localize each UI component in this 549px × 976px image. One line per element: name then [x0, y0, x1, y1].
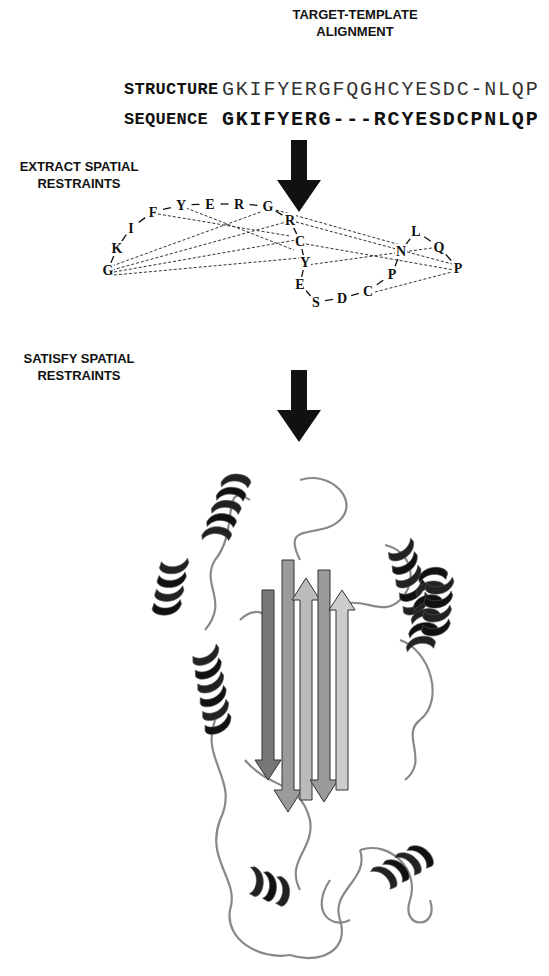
- target-sequence: GKIFYERG---RCYESDCPNLQP: [222, 108, 539, 131]
- residue-letter: R: [233, 197, 245, 212]
- residue-letter: F: [148, 205, 159, 220]
- residue-letter: S: [311, 295, 321, 310]
- residue-letter: E: [204, 197, 215, 212]
- residue-letter: D: [336, 291, 348, 306]
- row-label: SEQUENCE: [124, 110, 208, 129]
- residue-letter: Q: [433, 240, 446, 255]
- step-label: EXTRACT SPATIAL RESTRAINTS: [4, 158, 154, 192]
- residue-letter: N: [395, 244, 407, 259]
- chain-bonds: [111, 204, 451, 301]
- alpha-helices: [151, 469, 454, 908]
- residue-letter: R: [284, 213, 296, 228]
- residue-letter: C: [362, 284, 374, 299]
- loop-coil: [205, 478, 433, 958]
- residue-letter: Y: [175, 198, 187, 213]
- residue-letter: C: [294, 234, 306, 249]
- residue-letter: I: [127, 221, 134, 236]
- row-label: STRUCTURE: [124, 80, 219, 99]
- diagram-title: TARGET-TEMPLATE ALIGNMENT: [275, 6, 435, 40]
- residue-letter: G: [262, 199, 275, 214]
- residue-letter: P: [453, 261, 464, 276]
- protein-ribbon-model: [151, 469, 454, 958]
- beta-strands: [255, 560, 355, 812]
- residue-letter: Y: [299, 255, 311, 270]
- residue-letter: K: [111, 241, 124, 256]
- residue-letter: L: [410, 224, 421, 239]
- residue-letter: G: [102, 263, 115, 278]
- step-label: SATISFY SPATIAL RESTRAINTS: [4, 350, 154, 384]
- residue-letter: E: [294, 277, 305, 292]
- down-arrow: [277, 370, 321, 442]
- template-sequence: GKIFYERGFQGHCYESDC-NLQP: [222, 78, 539, 101]
- restraint-lines: [112, 208, 454, 292]
- down-arrow: [277, 140, 321, 212]
- residue-letter: P: [387, 267, 398, 282]
